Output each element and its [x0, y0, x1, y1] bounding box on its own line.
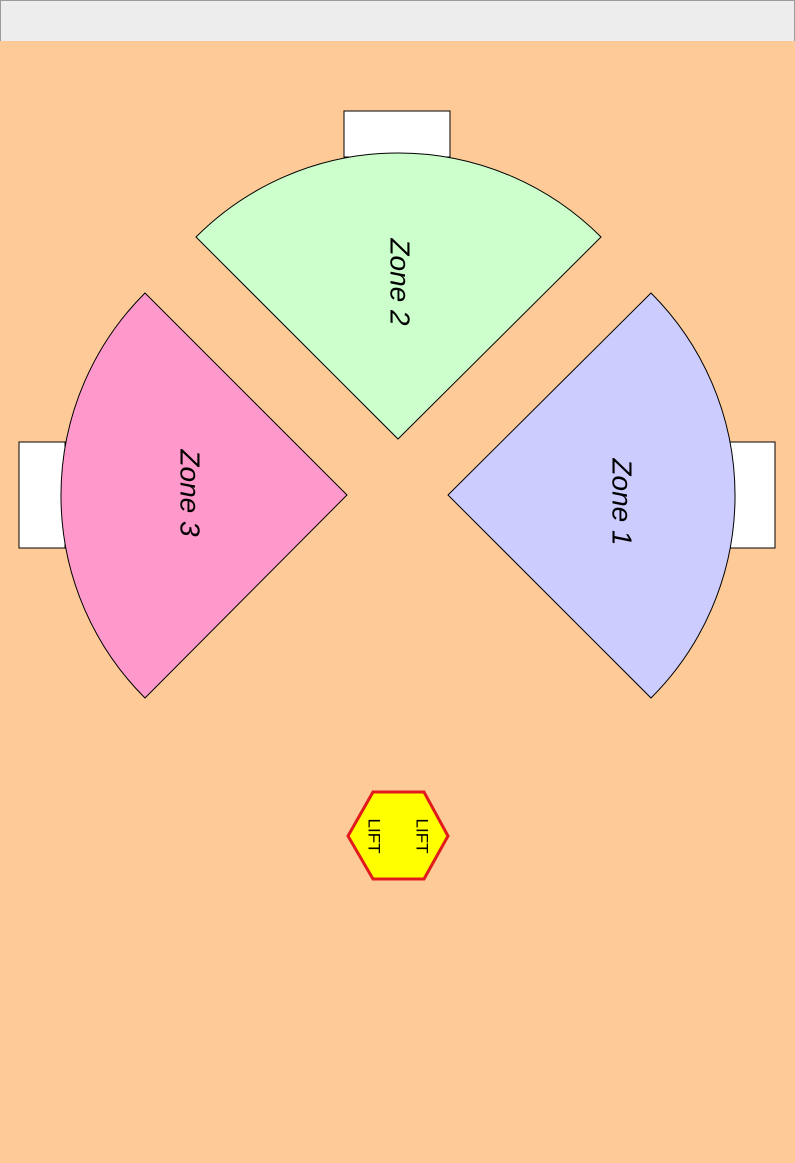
zone-2-label: Zone 2 [385, 237, 416, 326]
floor-plan-svg: Zone 2 Zone 3 Zone 1 LIFT LIFT [0, 41, 795, 1163]
lift-label-right: LIFT [413, 819, 432, 854]
zone-1-door [729, 441, 776, 549]
floor-plan-canvas: Zone 2 Zone 3 Zone 1 LIFT LIFT [0, 41, 795, 1163]
zone-3-sector[interactable] [60, 292, 348, 699]
zone-3-door [18, 441, 66, 549]
top-toolbar [0, 0, 795, 42]
lift-hexagon[interactable] [346, 790, 450, 881]
zone-1-sector[interactable] [447, 292, 736, 699]
zone-2-door [343, 110, 451, 158]
zone-1-label: Zone 1 [607, 457, 638, 545]
zone-2-sector[interactable] [195, 152, 602, 440]
zone-3-label: Zone 3 [175, 448, 206, 537]
lift-label-left: LIFT [365, 819, 384, 854]
